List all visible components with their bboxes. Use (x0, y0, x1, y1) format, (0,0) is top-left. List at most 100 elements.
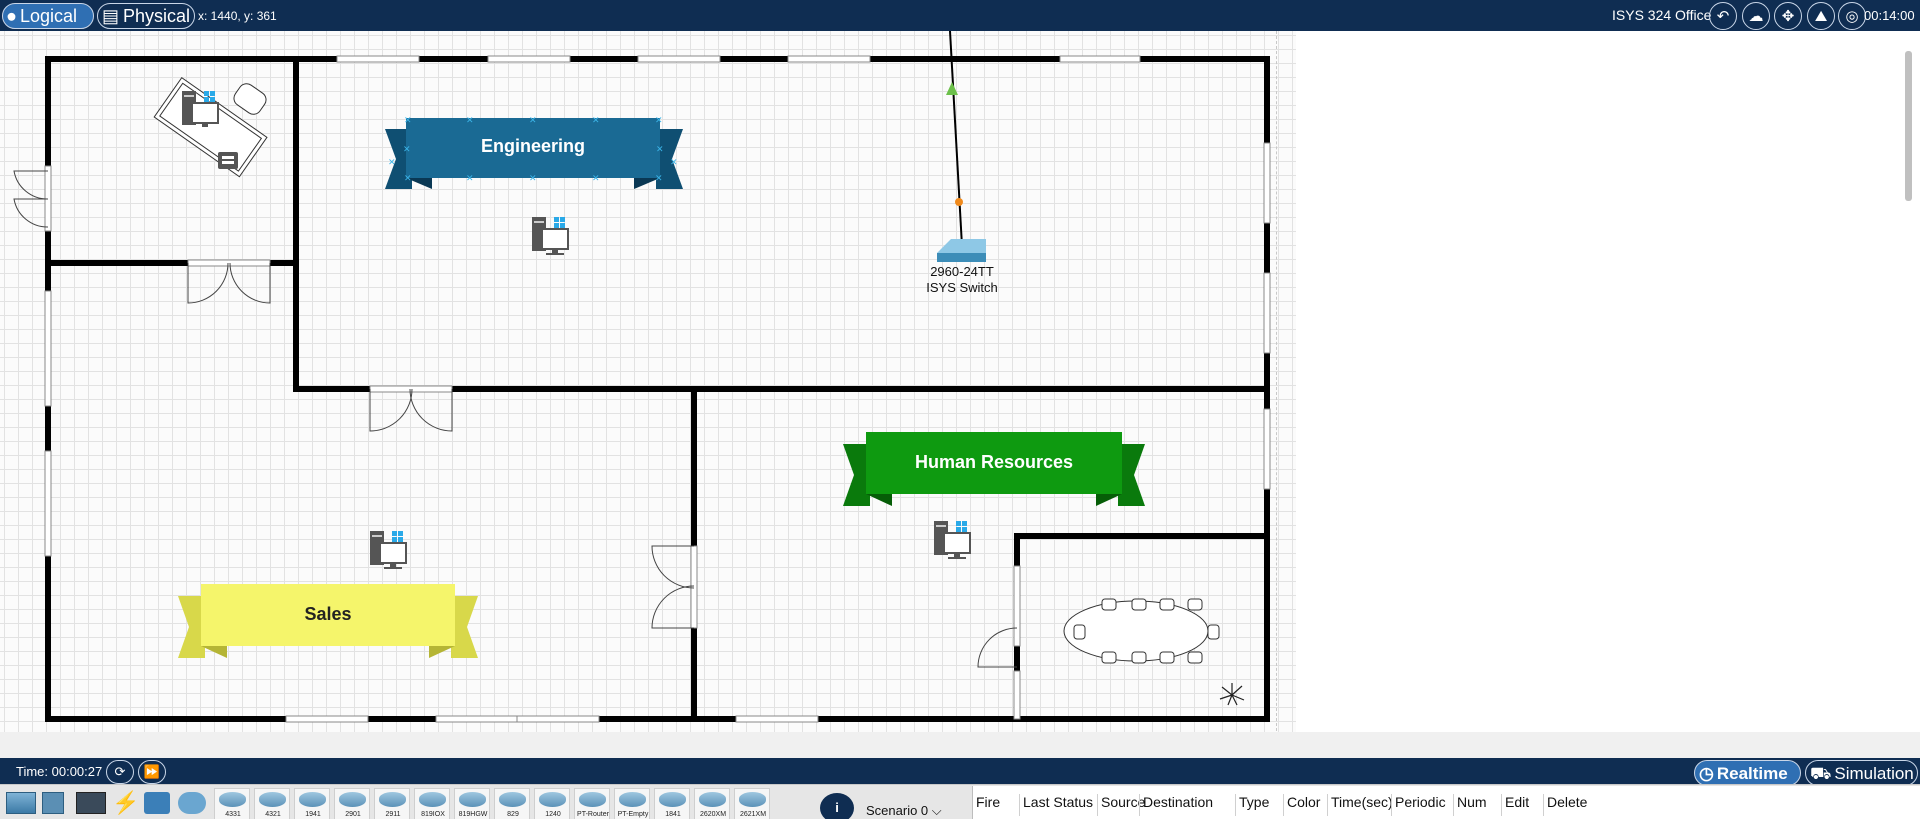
multiuser-category-icon[interactable] (178, 792, 206, 814)
move-icon[interactable]: ✥ (1774, 2, 1802, 30)
logical-view-button[interactable]: ⦁ Logical (2, 3, 94, 29)
pdu-column-header[interactable]: Periodic (1391, 794, 1446, 816)
router-icon (299, 792, 326, 807)
device-tile[interactable]: 819HGW (454, 788, 490, 819)
svg-text:✕: ✕ (466, 115, 474, 125)
device-tile[interactable]: 1941 (294, 788, 330, 819)
device-tile[interactable]: 2621XM (734, 788, 770, 819)
device-tile-label: 2621XM (739, 811, 767, 818)
svg-text:✕: ✕ (404, 173, 412, 183)
logical-label: Logical (20, 5, 78, 26)
location-breadcrumb[interactable]: ISYS 324 Office (1612, 7, 1712, 23)
sales-pc[interactable] (368, 529, 410, 571)
floor-walls: ✕✕✕✕✕ ✕✕✕✕✕ ✕✕✕✕ (13, 31, 1271, 723)
switch-shape (937, 239, 986, 262)
clock: 00:14:00 (1864, 8, 1915, 23)
chevron-down-icon: ⌵ (931, 803, 942, 818)
banner-sales[interactable]: Sales (304, 604, 352, 624)
device-tile-label: 829 (507, 811, 519, 818)
physical-icon: ▤ (102, 5, 120, 26)
device-tile[interactable]: 819IOX (414, 788, 450, 819)
device-tile[interactable]: 4331 (214, 788, 250, 819)
back-icon[interactable]: ↶ (1709, 2, 1737, 30)
simulation-label: Simulation (1834, 763, 1914, 783)
pdu-column-header[interactable]: Last Status (1019, 794, 1093, 816)
device-tile-label: 1941 (305, 811, 321, 818)
device-tile[interactable]: PT-Router (574, 788, 610, 819)
device-tile[interactable]: 1841 (654, 788, 690, 819)
svg-text:✕: ✕ (592, 115, 600, 125)
banner-human-resources[interactable]: Human Resources (914, 452, 1074, 472)
network-devices-category-icon[interactable] (6, 792, 36, 814)
svg-text:✕: ✕ (655, 173, 663, 183)
device-tile-label: 1841 (665, 811, 681, 818)
landscape-icon[interactable]: ⛰ (1807, 2, 1835, 30)
floor-plan[interactable]: ✕✕✕✕✕ ✕✕✕✕✕ ✕✕✕✕ (0, 31, 1296, 732)
physical-label: Physical (123, 5, 191, 26)
vertical-scrollbar[interactable] (1905, 51, 1912, 201)
scenario-select[interactable]: Scenario 0 ⌵ (866, 803, 942, 819)
router-icon (699, 792, 726, 807)
pdu-column-header[interactable]: Edit (1501, 794, 1529, 816)
banner-engineering[interactable]: Engineering (480, 136, 585, 156)
device-tile[interactable]: 1240 (534, 788, 570, 819)
logical-icon: ⦁ (7, 5, 16, 26)
device-tile-label: 2911 (385, 811, 401, 818)
engineering-pc[interactable] (530, 215, 572, 257)
pdu-column-header[interactable]: Delete (1543, 794, 1587, 816)
switch-model-label: 2960-24TT (930, 264, 994, 279)
simulation-mode-button[interactable]: ⛟ Simulation (1805, 760, 1918, 786)
pdu-column-header[interactable]: Fire (976, 794, 1001, 810)
pdu-column-header[interactable]: Source (1097, 794, 1145, 816)
pdu-column-header[interactable]: Destination (1139, 794, 1213, 816)
device-tile-label: 819IOX (421, 811, 445, 818)
router-icon (219, 792, 246, 807)
top-toolbar: ⦁ Logical ▤ Physical x: 1440, y: 361 ISY… (0, 0, 1920, 31)
realtime-mode-button[interactable]: ◷ Realtime (1694, 760, 1801, 786)
svg-text:✕: ✕ (656, 144, 664, 154)
time-bar: Time: 00:00:27 ⟳ ⏩ ◷ Realtime ⛟ Simulati… (0, 758, 1920, 786)
device-tile-label: 1240 (545, 811, 561, 818)
device-tile[interactable]: 2911 (374, 788, 410, 819)
hr-banner-shape (843, 432, 1145, 506)
end-devices-category-icon[interactable] (42, 792, 64, 814)
device-tile-label: 2620XM (699, 811, 727, 818)
power-cycle-icon[interactable]: ⟳ (106, 760, 134, 784)
router-icon (499, 792, 526, 807)
physical-view-button[interactable]: ▤ Physical (97, 3, 195, 29)
device-tile-label: 819HGW (458, 811, 488, 818)
svg-text:✕: ✕ (403, 144, 411, 154)
device-tile[interactable]: 829 (494, 788, 530, 819)
device-tile[interactable]: 4321 (254, 788, 290, 819)
connections-category-icon[interactable]: ⚡ (112, 790, 140, 815)
device-tile[interactable]: 2901 (334, 788, 370, 819)
pdu-column-header[interactable]: Time(sec) (1327, 794, 1393, 816)
scenario-value: Scenario 0 (866, 803, 929, 818)
miscellaneous-category-icon[interactable] (144, 792, 170, 814)
router-icon (579, 792, 606, 807)
pdu-column-header[interactable]: Type (1235, 794, 1269, 816)
router-icon (339, 792, 366, 807)
cloud-icon[interactable]: ☁ (1742, 2, 1770, 30)
isys-switch[interactable] (935, 237, 988, 265)
office-pc[interactable] (180, 89, 222, 131)
pc-shapes (182, 91, 971, 569)
globe-icon[interactable]: ◎ (1838, 2, 1866, 30)
realtime-label: Realtime (1716, 763, 1788, 783)
pdu-column-header[interactable]: Num (1453, 794, 1487, 816)
hr-pc[interactable] (932, 519, 974, 561)
fast-forward-icon[interactable]: ⏩ (138, 760, 166, 784)
device-tile[interactable]: 2620XM (694, 788, 730, 819)
router-icon (459, 792, 486, 807)
device-tile-label: 2901 (345, 811, 361, 818)
physical-workspace[interactable]: ✕✕✕✕✕ ✕✕✕✕✕ ✕✕✕✕ (0, 31, 1920, 751)
router-icon (659, 792, 686, 807)
pdu-column-header[interactable]: Color (1283, 794, 1320, 816)
workspace-footer (0, 732, 1920, 758)
svg-text:✕: ✕ (529, 173, 537, 183)
info-icon[interactable]: i (820, 793, 854, 819)
router-icon (379, 792, 406, 807)
device-tile[interactable]: PT-Empty (614, 788, 650, 819)
components-category-icon[interactable] (76, 792, 106, 814)
